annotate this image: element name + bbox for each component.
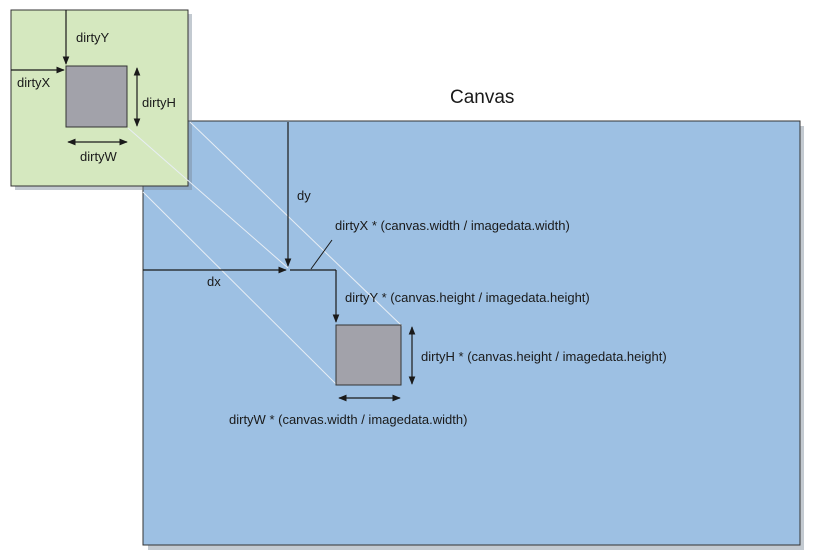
label-dirty-x-scaled: dirtyX * (canvas.width / imagedata.width… [335, 218, 570, 233]
dirty-x-scaled-leader [310, 239, 333, 270]
imagedata-dirty-rect [65, 65, 128, 128]
label-dirty-y-scaled: dirtyY * (canvas.height / imagedata.heig… [345, 290, 590, 305]
label-dx: dx [207, 274, 221, 289]
canvas-rect [142, 120, 801, 546]
label-dirty-w-scaled: dirtyW * (canvas.width / imagedata.width… [229, 412, 467, 427]
canvas-dirty-rect [335, 324, 402, 386]
projection-line-bottom-left [142, 191, 337, 385]
label-dirty-x: dirtyX [17, 75, 51, 90]
projection-line-top-left [127, 127, 289, 269]
label-dirty-y: dirtyY [76, 30, 110, 45]
projection-line-top-right [189, 121, 403, 327]
label-dy: dy [297, 188, 311, 203]
canvas-title: Canvas [450, 87, 514, 108]
label-dirty-h-scaled: dirtyH * (canvas.height / imagedata.heig… [421, 349, 667, 364]
label-dirty-w: dirtyW [80, 149, 118, 164]
label-dirty-h: dirtyH [142, 95, 176, 110]
